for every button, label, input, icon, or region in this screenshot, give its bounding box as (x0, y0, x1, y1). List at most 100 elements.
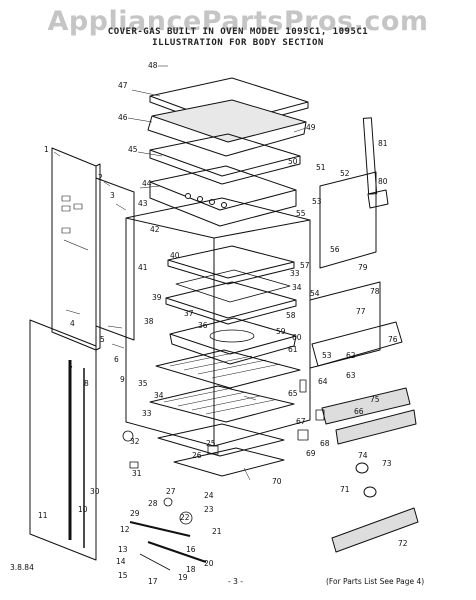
callout-22: 22 (180, 513, 190, 522)
callout-16: 16 (186, 545, 196, 554)
callout-30: 30 (90, 487, 100, 496)
part-upper-rack (167, 245, 295, 279)
part-right-trim (311, 321, 403, 367)
footer-page: - 3 - (228, 577, 243, 586)
diagram-title: COVER-GAS BUILT IN OVEN MODEL 1095C1, 10… (107, 27, 369, 37)
callout-24: 24 (204, 491, 214, 500)
callout-9: 9 (120, 375, 125, 384)
callout-69: 69 (306, 449, 316, 458)
part-insulation (151, 99, 307, 143)
part-bottom-pan (157, 423, 285, 457)
callout-35: 35 (138, 379, 148, 388)
callout-15: 15 (118, 571, 128, 580)
callout-73: 73 (382, 459, 392, 468)
callout-67: 67 (296, 417, 306, 426)
callout-17: 17 (148, 577, 158, 586)
callout-43: 43 (138, 199, 148, 208)
callout-51: 51 (316, 163, 326, 172)
callout-72: 72 (398, 539, 408, 548)
callout-26: 26 (192, 451, 202, 460)
callout-52: 52 (340, 169, 350, 178)
part-inner-side-panel (95, 177, 135, 341)
callout-32: 32 (130, 437, 140, 446)
part-lower-trim (321, 387, 411, 425)
callout-75: 75 (370, 395, 380, 404)
callout-55: 55 (296, 209, 306, 218)
callout-54: 54 (310, 289, 320, 298)
callout-80: 80 (378, 177, 388, 186)
callout-38: 38 (144, 317, 154, 326)
part-right-panel (309, 281, 381, 369)
callout-18: 18 (186, 565, 196, 574)
callout-21: 21 (212, 527, 222, 536)
part-rear-panel (319, 171, 377, 269)
callout-53: 53 (312, 197, 322, 206)
callout-70: 70 (272, 477, 282, 486)
callout-76: 76 (388, 335, 398, 344)
diagram-subtitle: ILLUSTRATION FOR BODY SECTION (152, 38, 324, 48)
callout-37: 37 (184, 309, 194, 318)
callout-74: 74 (358, 451, 368, 460)
callout-13: 13 (118, 545, 128, 554)
callout-31: 31 (132, 469, 142, 478)
callout-5: 5 (100, 335, 105, 344)
callout-63: 63 (346, 371, 356, 380)
callout-66: 66 (354, 407, 364, 416)
callout-33: 33 (290, 269, 300, 278)
callout-3: 3 (110, 191, 115, 200)
callout-65: 65 (288, 389, 298, 398)
callout-77: 77 (356, 307, 366, 316)
callout-61: 61 (288, 345, 298, 354)
watermark: AppliancePartsPros.com (47, 6, 429, 37)
callout-48: 48 (148, 61, 158, 70)
callout-60: 60 (292, 333, 302, 342)
callout-33-b: 33 (142, 409, 152, 418)
callout-8: 8 (84, 379, 89, 388)
callout-10: 10 (78, 505, 88, 514)
part-broil-pan (169, 317, 297, 355)
callout-20: 20 (204, 559, 214, 568)
callout-47: 47 (118, 81, 128, 90)
callout-34: 34 (292, 283, 302, 292)
callout-49: 49 (306, 123, 316, 132)
callout-2: 2 (98, 173, 103, 182)
callout-62: 62 (346, 351, 356, 360)
callout-27: 27 (166, 487, 176, 496)
callout-64: 64 (318, 377, 328, 386)
callout-40: 40 (170, 251, 180, 260)
callout-81: 81 (378, 139, 388, 148)
callout-71: 71 (340, 485, 350, 494)
callout-34-b: 34 (154, 391, 164, 400)
callout-78: 78 (370, 287, 380, 296)
part-cabinet-frame (125, 197, 311, 447)
footer-note: (For Parts List See Page 4) (326, 577, 424, 586)
callout-56: 56 (330, 245, 340, 254)
callout-25: 25 (206, 439, 216, 448)
callout-46: 46 (118, 113, 128, 122)
callout-59: 59 (276, 327, 286, 336)
part-vent-trim (331, 507, 419, 553)
callout-29: 29 (130, 509, 140, 518)
callout-19: 19 (178, 573, 188, 582)
callout-50: 50 (288, 157, 298, 166)
callout-36: 36 (198, 321, 208, 330)
callout-14: 14 (116, 557, 126, 566)
callout-28: 28 (148, 499, 158, 508)
callout-57: 57 (300, 261, 310, 270)
part-front-frame (29, 319, 97, 561)
callout-53-b: 53 (322, 351, 332, 360)
callout-79: 79 (358, 263, 368, 272)
callout-11: 11 (38, 511, 48, 520)
callout-12: 12 (120, 525, 130, 534)
part-oven-rack (155, 349, 301, 389)
callout-4: 4 (70, 319, 75, 328)
callout-23: 23 (204, 505, 214, 514)
callout-58: 58 (286, 311, 296, 320)
callout-41: 41 (138, 263, 148, 272)
footer-date: 3.8.84 (10, 563, 34, 572)
callout-68: 68 (320, 439, 330, 448)
callout-1: 1 (44, 145, 49, 154)
callout-42: 42 (150, 225, 160, 234)
